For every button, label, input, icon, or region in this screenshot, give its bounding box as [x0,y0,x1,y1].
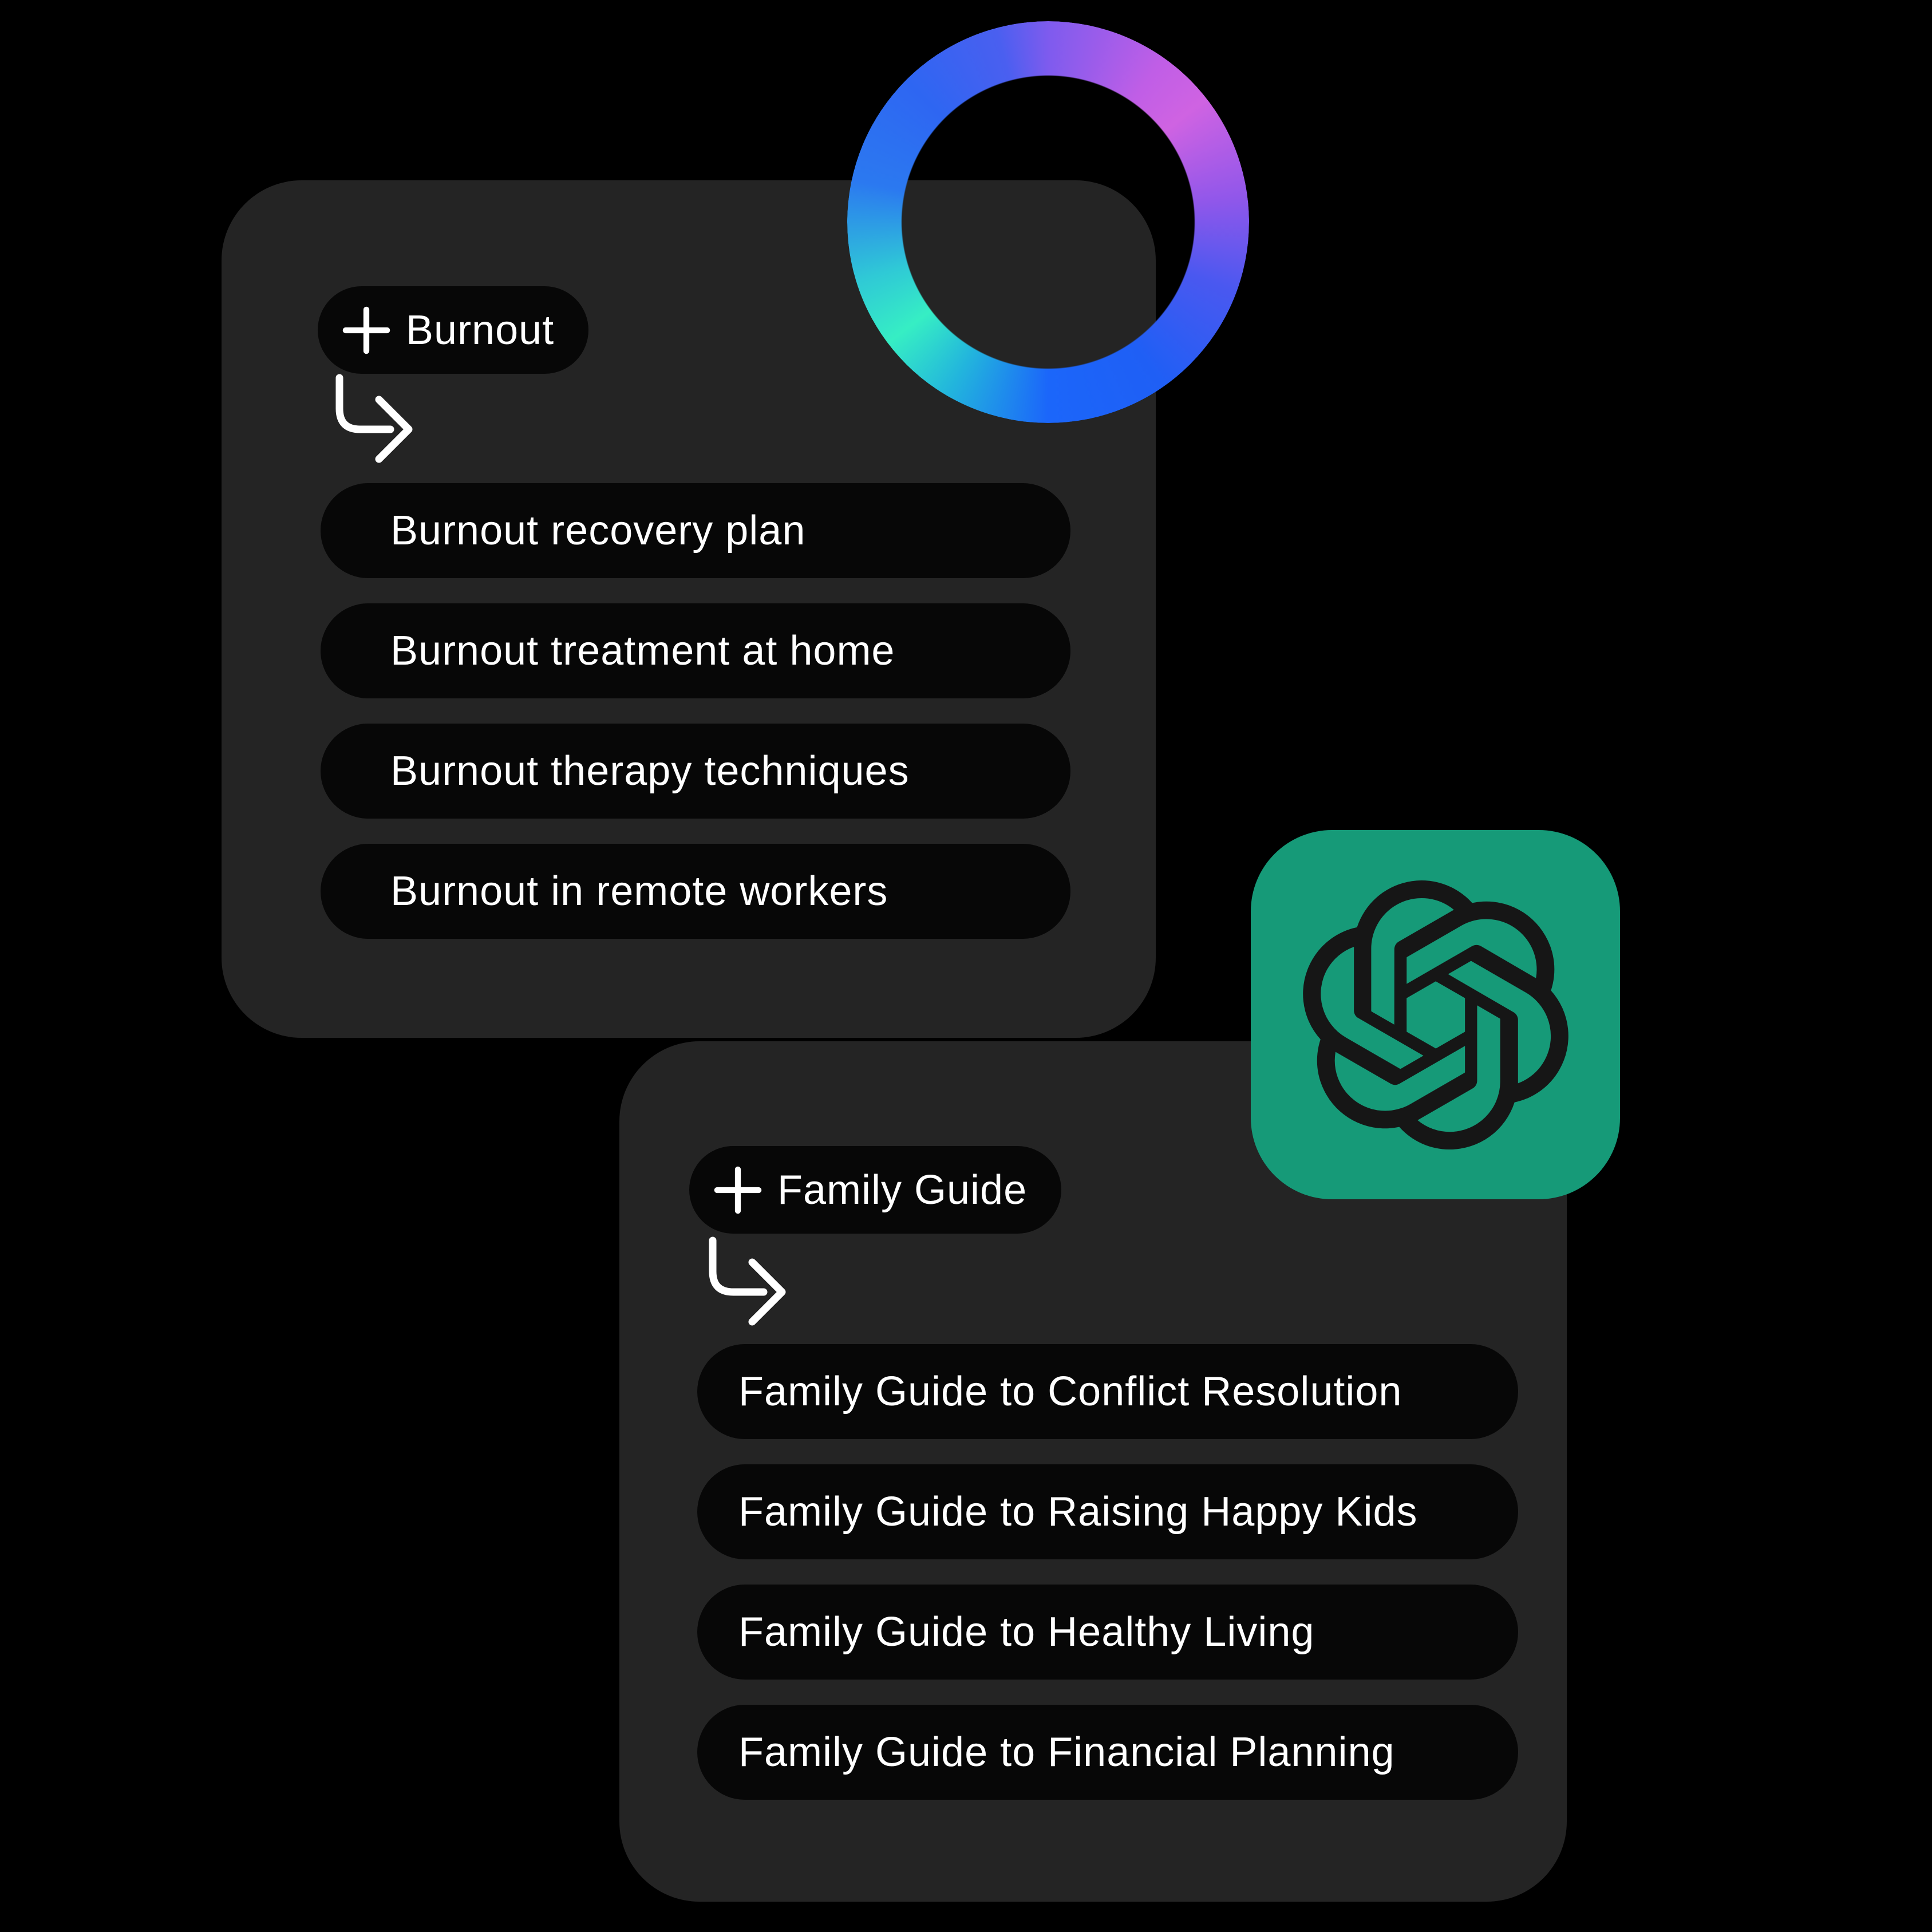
suggestion-pill[interactable]: Burnout therapy techniques [321,724,1070,819]
plus-icon [713,1165,762,1215]
plus-icon [342,306,391,355]
elbow-arrow-icon [705,1236,797,1327]
suggestion-label: Family Guide to Financial Planning [738,1729,1395,1775]
suggestion-label: Family Guide to Healthy Living [738,1609,1315,1655]
suggestion-pill[interactable]: Burnout treatment at home [321,603,1070,698]
seed-pill-burnout[interactable]: Burnout [318,286,589,374]
elbow-arrow-icon [332,373,424,465]
seed-pill-label: Family Guide [777,1167,1028,1213]
suggestion-label: Burnout treatment at home [390,628,895,674]
suggestion-pill[interactable]: Family Guide to Healthy Living [697,1585,1518,1680]
suggestion-pill[interactable]: Family Guide to Conflict Resolution [697,1344,1518,1439]
gradient-ring [847,21,1249,423]
suggestion-pill[interactable]: Burnout in remote workers [321,844,1070,939]
suggestion-pill[interactable]: Family Guide to Financial Planning [697,1705,1518,1800]
suggestion-label: Burnout recovery plan [390,508,806,554]
suggestion-label: Family Guide to Conflict Resolution [738,1369,1402,1415]
seed-pill-family-guide[interactable]: Family Guide [689,1146,1062,1234]
seed-pill-label: Burnout [406,307,555,353]
suggestion-pill[interactable]: Burnout recovery plan [321,483,1070,578]
suggestion-label: Burnout in remote workers [390,868,888,914]
suggestion-pill[interactable]: Family Guide to Raising Happy Kids [697,1464,1518,1559]
chatgpt-logo-icon [1251,830,1620,1199]
suggestion-label: Burnout therapy techniques [390,748,910,794]
suggestion-label: Family Guide to Raising Happy Kids [738,1489,1418,1535]
